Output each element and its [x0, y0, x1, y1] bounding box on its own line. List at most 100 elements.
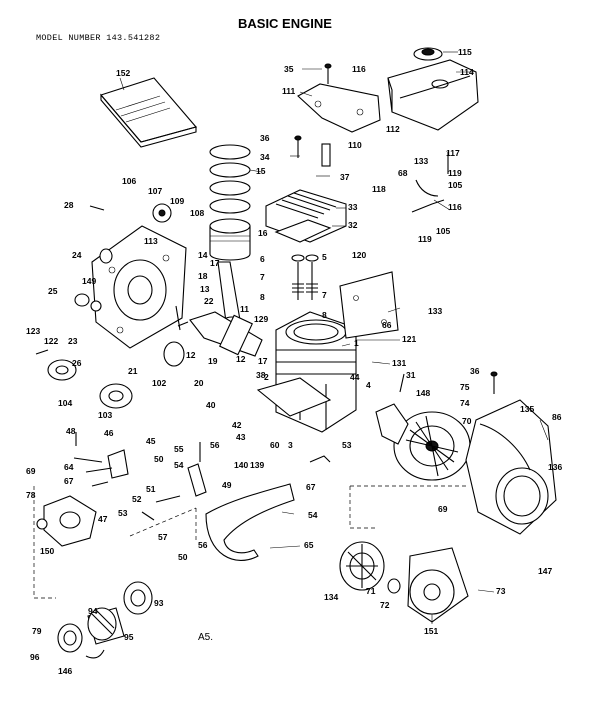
callout: 37	[340, 172, 350, 182]
callout: 149	[82, 276, 96, 286]
callout: 46	[104, 428, 114, 438]
callout: 119	[448, 168, 462, 178]
ignition-coil-part	[375, 403, 409, 445]
callout: 17	[210, 258, 220, 268]
callout: 104	[58, 398, 72, 408]
callout: 26	[72, 358, 82, 368]
callout: 15	[256, 166, 266, 176]
callout: 32	[348, 220, 358, 230]
callout: 4	[366, 380, 371, 390]
cylinder-head-part	[265, 189, 347, 243]
callout: 70	[462, 416, 472, 426]
piston-part	[209, 218, 251, 261]
callout: 133	[428, 306, 442, 316]
callout: 94	[88, 606, 98, 616]
callout: 50	[178, 552, 188, 562]
callout: 20	[194, 378, 204, 388]
callout: 65	[304, 540, 314, 550]
callout: 33	[348, 202, 358, 212]
callout: 3	[288, 440, 293, 450]
callout: 120	[352, 250, 366, 260]
callout: 50	[154, 454, 164, 464]
tank-bracket-part	[297, 83, 381, 133]
engine-block-part	[256, 311, 357, 433]
callout: 71	[366, 586, 376, 596]
blower-housing-part	[465, 399, 557, 535]
callout: 44	[350, 372, 360, 382]
model-number-label: MODEL NUMBER 143.541282	[36, 33, 160, 43]
callout: 135	[520, 404, 534, 414]
callout: 8	[260, 292, 265, 302]
callout: 45	[146, 436, 156, 446]
callout: 116	[448, 202, 462, 212]
owners-manual-part	[100, 77, 197, 148]
callout: 34	[260, 152, 270, 162]
pulley-part	[47, 341, 185, 409]
callout: 68	[398, 168, 408, 178]
crankcase-cover-part	[91, 225, 187, 349]
callout: 2	[264, 372, 269, 382]
base-shroud-part	[205, 483, 295, 561]
callout: 48	[66, 426, 76, 436]
callout: 146	[58, 666, 72, 676]
callout: 147	[538, 566, 552, 576]
callout: 69	[438, 504, 448, 514]
callout: 103	[98, 410, 112, 420]
callout: 96	[30, 652, 40, 662]
callout: 5	[322, 252, 327, 262]
callout: 11	[240, 304, 249, 314]
piston-rings-part	[209, 144, 251, 214]
callout: 119	[418, 234, 432, 244]
callout: 53	[118, 508, 128, 518]
callout: 40	[206, 400, 216, 410]
rewind-starter-part	[339, 541, 469, 623]
callout: 25	[48, 286, 58, 296]
callout: 95	[124, 632, 134, 642]
flywheel-part	[393, 411, 471, 481]
callout: 129	[254, 314, 268, 324]
carburetor-part	[36, 495, 97, 547]
callout: 31	[406, 370, 416, 380]
callout: 7	[322, 290, 327, 300]
diagram-title: BASIC ENGINE	[238, 16, 332, 31]
callout: 112	[386, 124, 400, 134]
callout: 152	[116, 68, 130, 78]
callout: 74	[460, 398, 470, 408]
callout: 56	[210, 440, 220, 450]
callout: 110	[348, 140, 362, 150]
callout: 54	[174, 460, 184, 470]
callout: 60	[270, 440, 280, 450]
callout: 73	[496, 586, 506, 596]
callout: 123	[26, 326, 40, 336]
callout: 55	[174, 444, 184, 454]
callout: 36	[260, 133, 270, 143]
callout: 78	[26, 490, 36, 500]
callout: 67	[64, 476, 74, 486]
callout: 115	[458, 47, 472, 57]
callout: 16	[258, 228, 268, 238]
callout: 67	[306, 482, 316, 492]
callout: 122	[44, 336, 58, 346]
callout: 36	[470, 366, 480, 376]
callout: 131	[392, 358, 406, 368]
callout: 140	[234, 460, 248, 470]
callout: 42	[232, 420, 242, 430]
callout: 136	[548, 462, 562, 472]
callout: 86	[552, 412, 562, 422]
callout: 43	[236, 432, 246, 442]
fuel-tank-part	[387, 47, 479, 131]
callout: 19	[208, 356, 218, 366]
callout: 117	[446, 148, 460, 158]
callout: 116	[352, 64, 366, 74]
throttle-linkage-parts	[73, 449, 207, 503]
callout: 108	[190, 208, 204, 218]
valve-assembly-part	[291, 254, 319, 300]
callout: 114	[460, 67, 474, 77]
callout: 21	[128, 366, 138, 376]
leader-lines	[119, 51, 549, 624]
callout: 7	[260, 272, 265, 282]
callout: 109	[170, 196, 184, 206]
callout: 14	[198, 250, 208, 260]
callout: 64	[64, 462, 74, 472]
